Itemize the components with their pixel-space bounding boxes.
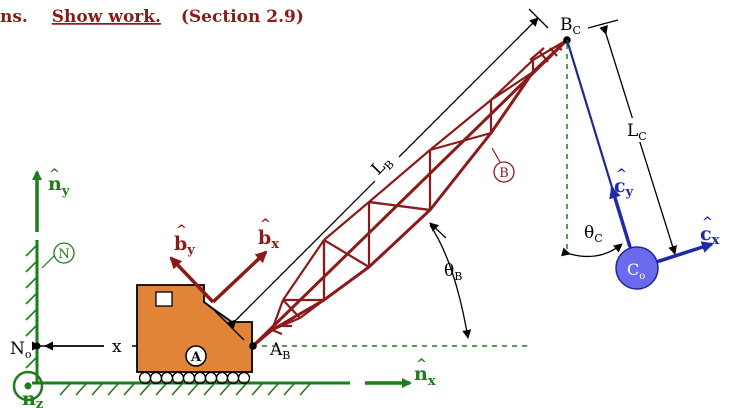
svg-text:AB: AB — [269, 340, 290, 362]
x-label: x — [112, 337, 122, 357]
svg-text:B: B — [499, 166, 509, 181]
svg-text:LC: LC — [627, 121, 647, 143]
theta-b-angle: θB — [262, 222, 530, 347]
svg-text:nz: nz — [22, 388, 43, 408]
svg-text:N: N — [58, 247, 69, 262]
cab-window — [155, 291, 173, 307]
svg-text:^: ^ — [702, 215, 713, 230]
svg-text:nx: nx — [414, 363, 436, 389]
svg-text:^: ^ — [416, 357, 427, 372]
svg-text:^: ^ — [616, 167, 627, 182]
header-text: ns. Show work. (Section 2.9) — [0, 7, 304, 27]
svg-text:^: ^ — [176, 223, 187, 238]
crane-boom — [251, 38, 569, 348]
svg-text:by: by — [174, 233, 195, 258]
lc-dimension: LC — [587, 19, 691, 263]
svg-text:No: No — [10, 339, 32, 361]
svg-text:^: ^ — [23, 380, 33, 394]
svg-text:cx: cx — [700, 223, 720, 248]
a-body-label: A — [190, 350, 202, 365]
cx-unit-vector: cx ^ — [655, 215, 720, 264]
nz-unit-vector: nz ^ — [12, 370, 44, 408]
ny-unit-vector: ny ^ — [32, 167, 70, 232]
ny-label: ny — [48, 173, 70, 199]
ball-co: Co — [615, 246, 659, 290]
svg-text:Co: Co — [627, 260, 645, 282]
bx-unit-vector: bx ^ — [211, 217, 279, 304]
show-work-link: Show work. — [52, 7, 161, 27]
b-body-label: B — [491, 147, 515, 183]
ny-hat: ^ — [49, 167, 60, 182]
wall — [25, 240, 39, 383]
n-frame-label: N — [41, 242, 75, 269]
by-unit-vector: by ^ — [169, 223, 215, 304]
crane-vehicle: A — [136, 284, 253, 385]
nx-unit-vector: nx ^ — [365, 357, 436, 389]
ground — [32, 381, 350, 396]
svg-text:bx: bx — [258, 227, 279, 252]
ab-point: AB — [249, 340, 290, 362]
lb-dimension: LB — [211, 8, 549, 341]
header-prefix: ns. — [0, 7, 28, 27]
svg-text:θC: θC — [584, 223, 603, 245]
svg-text:^: ^ — [260, 217, 271, 232]
bc-point: BC — [560, 15, 581, 44]
svg-text:BC: BC — [560, 15, 581, 37]
svg-text:θB: θB — [444, 261, 462, 283]
theta-c-angle: θC — [561, 223, 623, 258]
section-reference: (Section 2.9) — [181, 7, 304, 27]
cy-unit-vector: cy ^ — [609, 167, 634, 248]
svg-text:cy: cy — [614, 175, 634, 200]
tracks — [138, 371, 251, 385]
